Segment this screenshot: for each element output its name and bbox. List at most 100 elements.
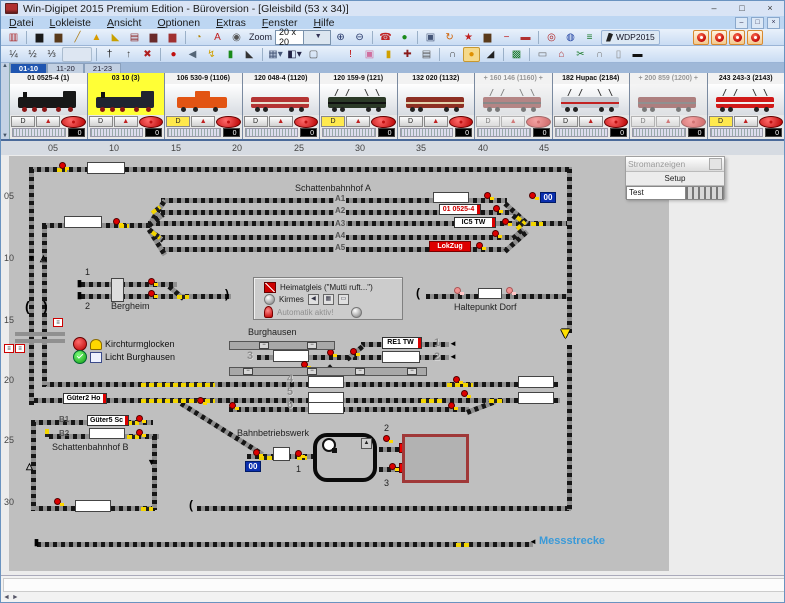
speed-slider[interactable]	[244, 128, 298, 137]
stop-button[interactable]: ●	[603, 116, 629, 128]
direction-button[interactable]: ▲	[191, 116, 216, 127]
turntable-rotate-icon[interactable]	[322, 438, 337, 453]
signal-icon[interactable]	[136, 429, 146, 437]
report-icon[interactable]: ▯	[610, 47, 627, 62]
loco-image[interactable]	[397, 84, 474, 115]
train-display-a2[interactable]: 01 0525-4	[439, 204, 481, 215]
track-label-box[interactable]	[87, 162, 125, 174]
direction-button[interactable]: ▲	[268, 116, 293, 127]
loco-database-icon[interactable]: ▆	[50, 30, 67, 45]
signal-icon[interactable]	[493, 205, 503, 213]
cancel-route-icon[interactable]: ✖	[139, 47, 156, 62]
track-label-box[interactable]	[382, 351, 420, 363]
signal-icon[interactable]	[389, 463, 399, 471]
emergency-stop-1-icon[interactable]	[692, 29, 709, 45]
track-segment[interactable]	[152, 436, 157, 510]
route-highlight-segment[interactable]	[489, 399, 503, 403]
loco-bar-scrollbar[interactable]: ▲▼	[1, 63, 10, 139]
route-highlight-segment[interactable]	[259, 456, 273, 460]
track-label-box[interactable]	[478, 288, 502, 299]
loco-image[interactable]	[10, 84, 87, 115]
find-text-icon[interactable]: A	[209, 30, 226, 45]
import-icon[interactable]: ▤	[126, 30, 143, 45]
decoder-button[interactable]: D	[243, 116, 268, 127]
loco-tab-21-23[interactable]: 21-23	[84, 63, 121, 73]
direction-button[interactable]: ▲	[423, 116, 448, 127]
bug-icon[interactable]: ✚	[399, 47, 416, 62]
loco-tab-11-20[interactable]: 11-20	[47, 63, 84, 73]
track-label-box[interactable]	[273, 447, 290, 461]
route-split-icon[interactable]: ✂	[572, 47, 589, 62]
speed-slider[interactable]	[89, 128, 143, 137]
stop-button[interactable]: ●	[526, 116, 551, 128]
stromanzeigen-titlebar[interactable]: Stromanzeigen	[626, 157, 724, 172]
platform-button[interactable]: −	[243, 368, 253, 375]
mdi-restore-icon[interactable]: □	[751, 16, 764, 29]
direction-button[interactable]: ▲	[578, 116, 603, 127]
signal-icon[interactable]	[461, 390, 471, 398]
zoom-in-icon[interactable]: ⊕	[332, 30, 349, 45]
track-segment[interactable]	[31, 422, 36, 510]
signal-icon[interactable]	[350, 348, 360, 356]
decoder-icon[interactable]: ▩	[508, 47, 525, 62]
track-segment[interactable]	[567, 345, 572, 510]
track-segment[interactable]	[29, 167, 572, 172]
crane-icon[interactable]: ▲	[88, 30, 105, 45]
loco-control-icon[interactable]: ▆	[31, 30, 48, 45]
track-segment[interactable]	[37, 542, 533, 547]
control-element-icon[interactable]: ≡	[53, 318, 63, 327]
platform-button[interactable]: −	[259, 342, 269, 349]
loco-cell-10[interactable]: 243 243-3 (2143)D▲●○0	[707, 73, 784, 602]
emergency-stop-3-icon[interactable]	[728, 29, 745, 45]
signal-icon[interactable]	[448, 402, 458, 410]
wheel-icon[interactable]: ◎	[543, 30, 560, 45]
setup-button[interactable]: Setup	[626, 172, 724, 186]
truck-icon[interactable]: ▭	[534, 47, 551, 62]
emergency-stop-4-icon[interactable]	[746, 29, 763, 45]
loco-delete-icon[interactable]: ▆	[164, 30, 181, 45]
menu-item-hilfe[interactable]: Hilfe	[313, 16, 335, 29]
platform-button[interactable]: −	[307, 368, 317, 375]
platform-button[interactable]: −	[355, 368, 365, 375]
car-icon[interactable]: ▬	[517, 30, 534, 45]
route-highlight-segment[interactable]	[119, 224, 129, 228]
signal-mast-icon[interactable]: †	[101, 47, 118, 62]
stop-button[interactable]: ●	[448, 116, 474, 128]
stop-button[interactable]: ●	[371, 116, 396, 128]
track-label-box[interactable]	[75, 500, 111, 512]
headset-icon[interactable]: ∩	[444, 47, 461, 62]
stop-point-signal-icon[interactable]	[506, 287, 516, 295]
track-label-box[interactable]	[433, 192, 469, 203]
light-icon[interactable]	[90, 351, 102, 363]
route-highlight-segment[interactable]	[447, 383, 473, 387]
brake-icon[interactable]: ◣	[241, 47, 258, 62]
crossing-icon[interactable]: ▣	[361, 47, 378, 62]
track-label-box[interactable]	[273, 350, 309, 362]
stop-point-signal-icon[interactable]	[454, 287, 464, 295]
minimize-icon[interactable]: –	[711, 3, 717, 13]
counter-a-station[interactable]: 00	[540, 192, 556, 203]
track-segment[interactable]	[379, 447, 405, 452]
stop-button[interactable]: ●	[216, 116, 241, 128]
stop-button[interactable]: ●	[61, 116, 86, 128]
track-segment[interactable]	[42, 382, 558, 387]
bells-off-icon[interactable]	[73, 337, 87, 351]
train-display-a5[interactable]: LokZug	[429, 241, 471, 252]
blank-button[interactable]	[62, 46, 92, 62]
direction-button[interactable]: ▲	[36, 116, 61, 127]
track-label-box[interactable]	[308, 376, 344, 388]
menu-item-optionen[interactable]: Optionen	[157, 16, 201, 29]
window-layout-icon[interactable]: ▢	[305, 47, 322, 62]
decoder-button[interactable]: D	[88, 116, 113, 127]
train-display-gueter5[interactable]: Güter5 Sc	[87, 415, 129, 426]
signal-icon[interactable]	[476, 242, 486, 250]
background-icon[interactable]: ◧▾	[287, 48, 302, 60]
signal-green-icon[interactable]: ▮	[222, 47, 239, 62]
route-highlight-segment[interactable]	[45, 429, 49, 437]
signal-icon[interactable]	[148, 290, 158, 298]
film-icon[interactable]: ▤	[418, 47, 435, 62]
direction-button[interactable]: ▲	[113, 116, 138, 127]
speed-slider[interactable]	[167, 128, 221, 137]
loco-image[interactable]	[320, 84, 397, 115]
loco-cell-6[interactable]: 132 020 (1132)D▲●○0	[397, 73, 784, 602]
